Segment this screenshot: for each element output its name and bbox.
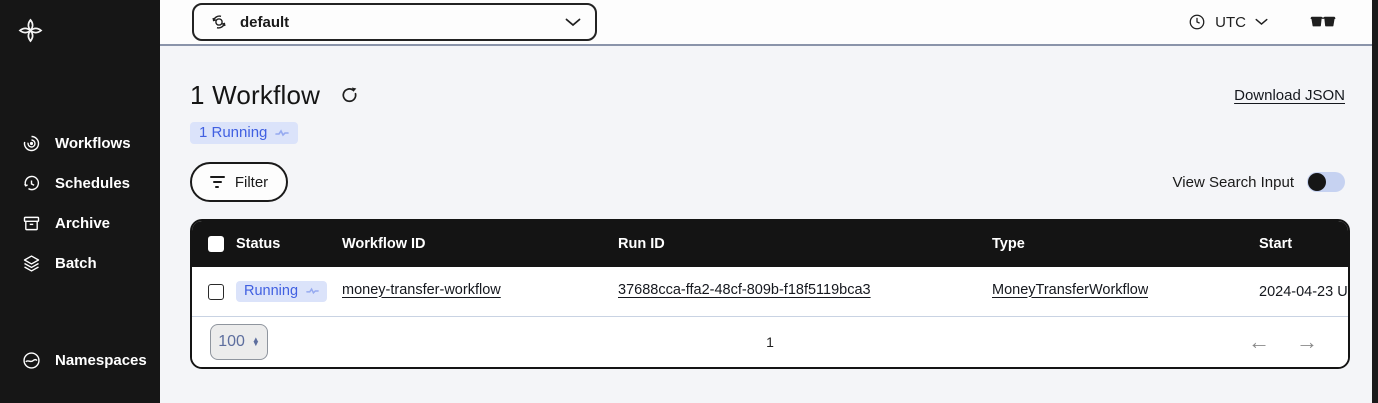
table-row[interactable]: Running money-transfer-workflow 37688cca… xyxy=(192,267,1348,317)
previous-page-arrow[interactable]: ← xyxy=(1248,329,1270,354)
batch-icon xyxy=(20,252,42,274)
running-count-badge: 1 Running xyxy=(190,122,299,144)
view-search-input-group: View Search Input xyxy=(1173,172,1345,192)
window-right-edge xyxy=(1372,0,1378,403)
row-checkbox-cell xyxy=(192,283,236,300)
labs-mode-glasses-icon[interactable] xyxy=(1310,14,1336,30)
run-id-link[interactable]: 37688cca-ffa2-48cf-809b-f18f5119bca3 xyxy=(618,281,871,298)
content: 1 Workflow Download JSON 1 Running xyxy=(160,46,1372,403)
timezone-label: UTC xyxy=(1215,13,1246,31)
heartbeat-icon xyxy=(306,287,319,295)
sidebar-item-label: Namespaces xyxy=(55,351,147,369)
chevron-down-icon xyxy=(565,18,581,27)
workflows-table: Status Workflow ID Run ID Type Start Run… xyxy=(190,219,1350,369)
timezone-select[interactable]: UTC xyxy=(1188,13,1268,31)
row-checkbox[interactable] xyxy=(208,283,224,300)
sidebar-nav: Workflows Schedules Archive xyxy=(0,123,160,283)
view-search-input-label: View Search Input xyxy=(1172,173,1294,191)
filter-row: Filter View Search Input xyxy=(190,162,1345,202)
sidebar-item-label: Schedules xyxy=(55,174,131,192)
sidebar-item-schedules[interactable]: Schedules xyxy=(0,163,160,203)
sidebar-item-namespaces[interactable]: Namespaces xyxy=(0,340,160,380)
clock-icon xyxy=(1188,13,1206,31)
view-search-input-toggle[interactable] xyxy=(1307,172,1345,192)
table-footer: 1 100 ▲▼ ← → xyxy=(192,317,1348,367)
filter-button-label: Filter xyxy=(234,173,269,191)
archive-icon xyxy=(20,212,42,234)
sidebar: Workflows Schedules Archive xyxy=(0,0,160,403)
next-page-arrow[interactable]: → xyxy=(1296,329,1318,354)
page-number: 1 xyxy=(766,334,774,350)
workflows-icon xyxy=(20,132,42,154)
page-size-value: 100 xyxy=(218,333,245,350)
status-label: Running xyxy=(244,283,299,299)
column-header-type[interactable]: Type xyxy=(992,236,1025,252)
filter-icon xyxy=(209,176,225,188)
status-badge: Running xyxy=(236,281,328,302)
column-header-start[interactable]: Start xyxy=(1259,236,1293,252)
sidebar-item-workflows[interactable]: Workflows xyxy=(0,123,160,163)
badge-row: 1 Running xyxy=(190,122,1345,144)
namespace-switcher-icon xyxy=(208,11,230,33)
header-checkbox-cell xyxy=(192,236,236,252)
column-header-workflow-id[interactable]: Workflow ID xyxy=(342,236,426,252)
heartbeat-icon xyxy=(275,128,290,137)
running-count-label: 1 Running xyxy=(199,124,268,141)
row-start-cell: 2024-04-23 UTC xyxy=(1259,283,1348,300)
sidebar-item-label: Workflows xyxy=(55,134,131,152)
row-workflow-id-cell: money-transfer-workflow xyxy=(342,282,618,302)
sidebar-item-batch[interactable]: Batch xyxy=(0,243,160,283)
temporal-logo[interactable] xyxy=(0,0,160,66)
download-json-link[interactable]: Download JSON xyxy=(1234,87,1345,104)
page-title: 1 Workflow xyxy=(190,80,321,110)
select-spinner-icon: ▲▼ xyxy=(251,334,260,348)
sidebar-item-label: Archive xyxy=(55,214,111,232)
page-size-select[interactable]: 100 ▲▼ xyxy=(210,324,268,360)
sidebar-item-label: Batch xyxy=(55,254,97,272)
namespace-select[interactable]: default xyxy=(192,3,597,41)
namespaces-icon xyxy=(20,349,42,371)
row-type-cell: MoneyTransferWorkflow xyxy=(992,282,1259,302)
filter-button[interactable]: Filter xyxy=(190,162,288,202)
refresh-button[interactable] xyxy=(340,86,359,105)
heading-row: 1 Workflow Download JSON xyxy=(190,80,1345,111)
column-header-status[interactable]: Status xyxy=(236,236,281,252)
chevron-down-icon xyxy=(1255,18,1268,26)
workflow-id-link[interactable]: money-transfer-workflow xyxy=(342,281,501,298)
column-header-run-id[interactable]: Run ID xyxy=(618,236,665,252)
pager-arrows: ← → xyxy=(1248,331,1318,353)
workflow-type-link[interactable]: MoneyTransferWorkflow xyxy=(992,281,1149,298)
main-column: default UTC xyxy=(160,0,1372,403)
select-all-checkbox[interactable] xyxy=(208,236,224,252)
topbar: default UTC xyxy=(160,0,1372,46)
schedules-icon xyxy=(20,172,42,194)
row-status-cell: Running xyxy=(236,281,342,302)
sidebar-item-archive[interactable]: Archive xyxy=(0,203,160,243)
row-run-id-cell: 37688cca-ffa2-48cf-809b-f18f5119bca3 xyxy=(618,282,992,302)
topbar-right: UTC xyxy=(1188,13,1336,31)
table-header: Status Workflow ID Run ID Type Start xyxy=(192,221,1348,267)
namespace-select-value: default xyxy=(240,13,290,31)
toggle-knob xyxy=(1308,173,1326,191)
